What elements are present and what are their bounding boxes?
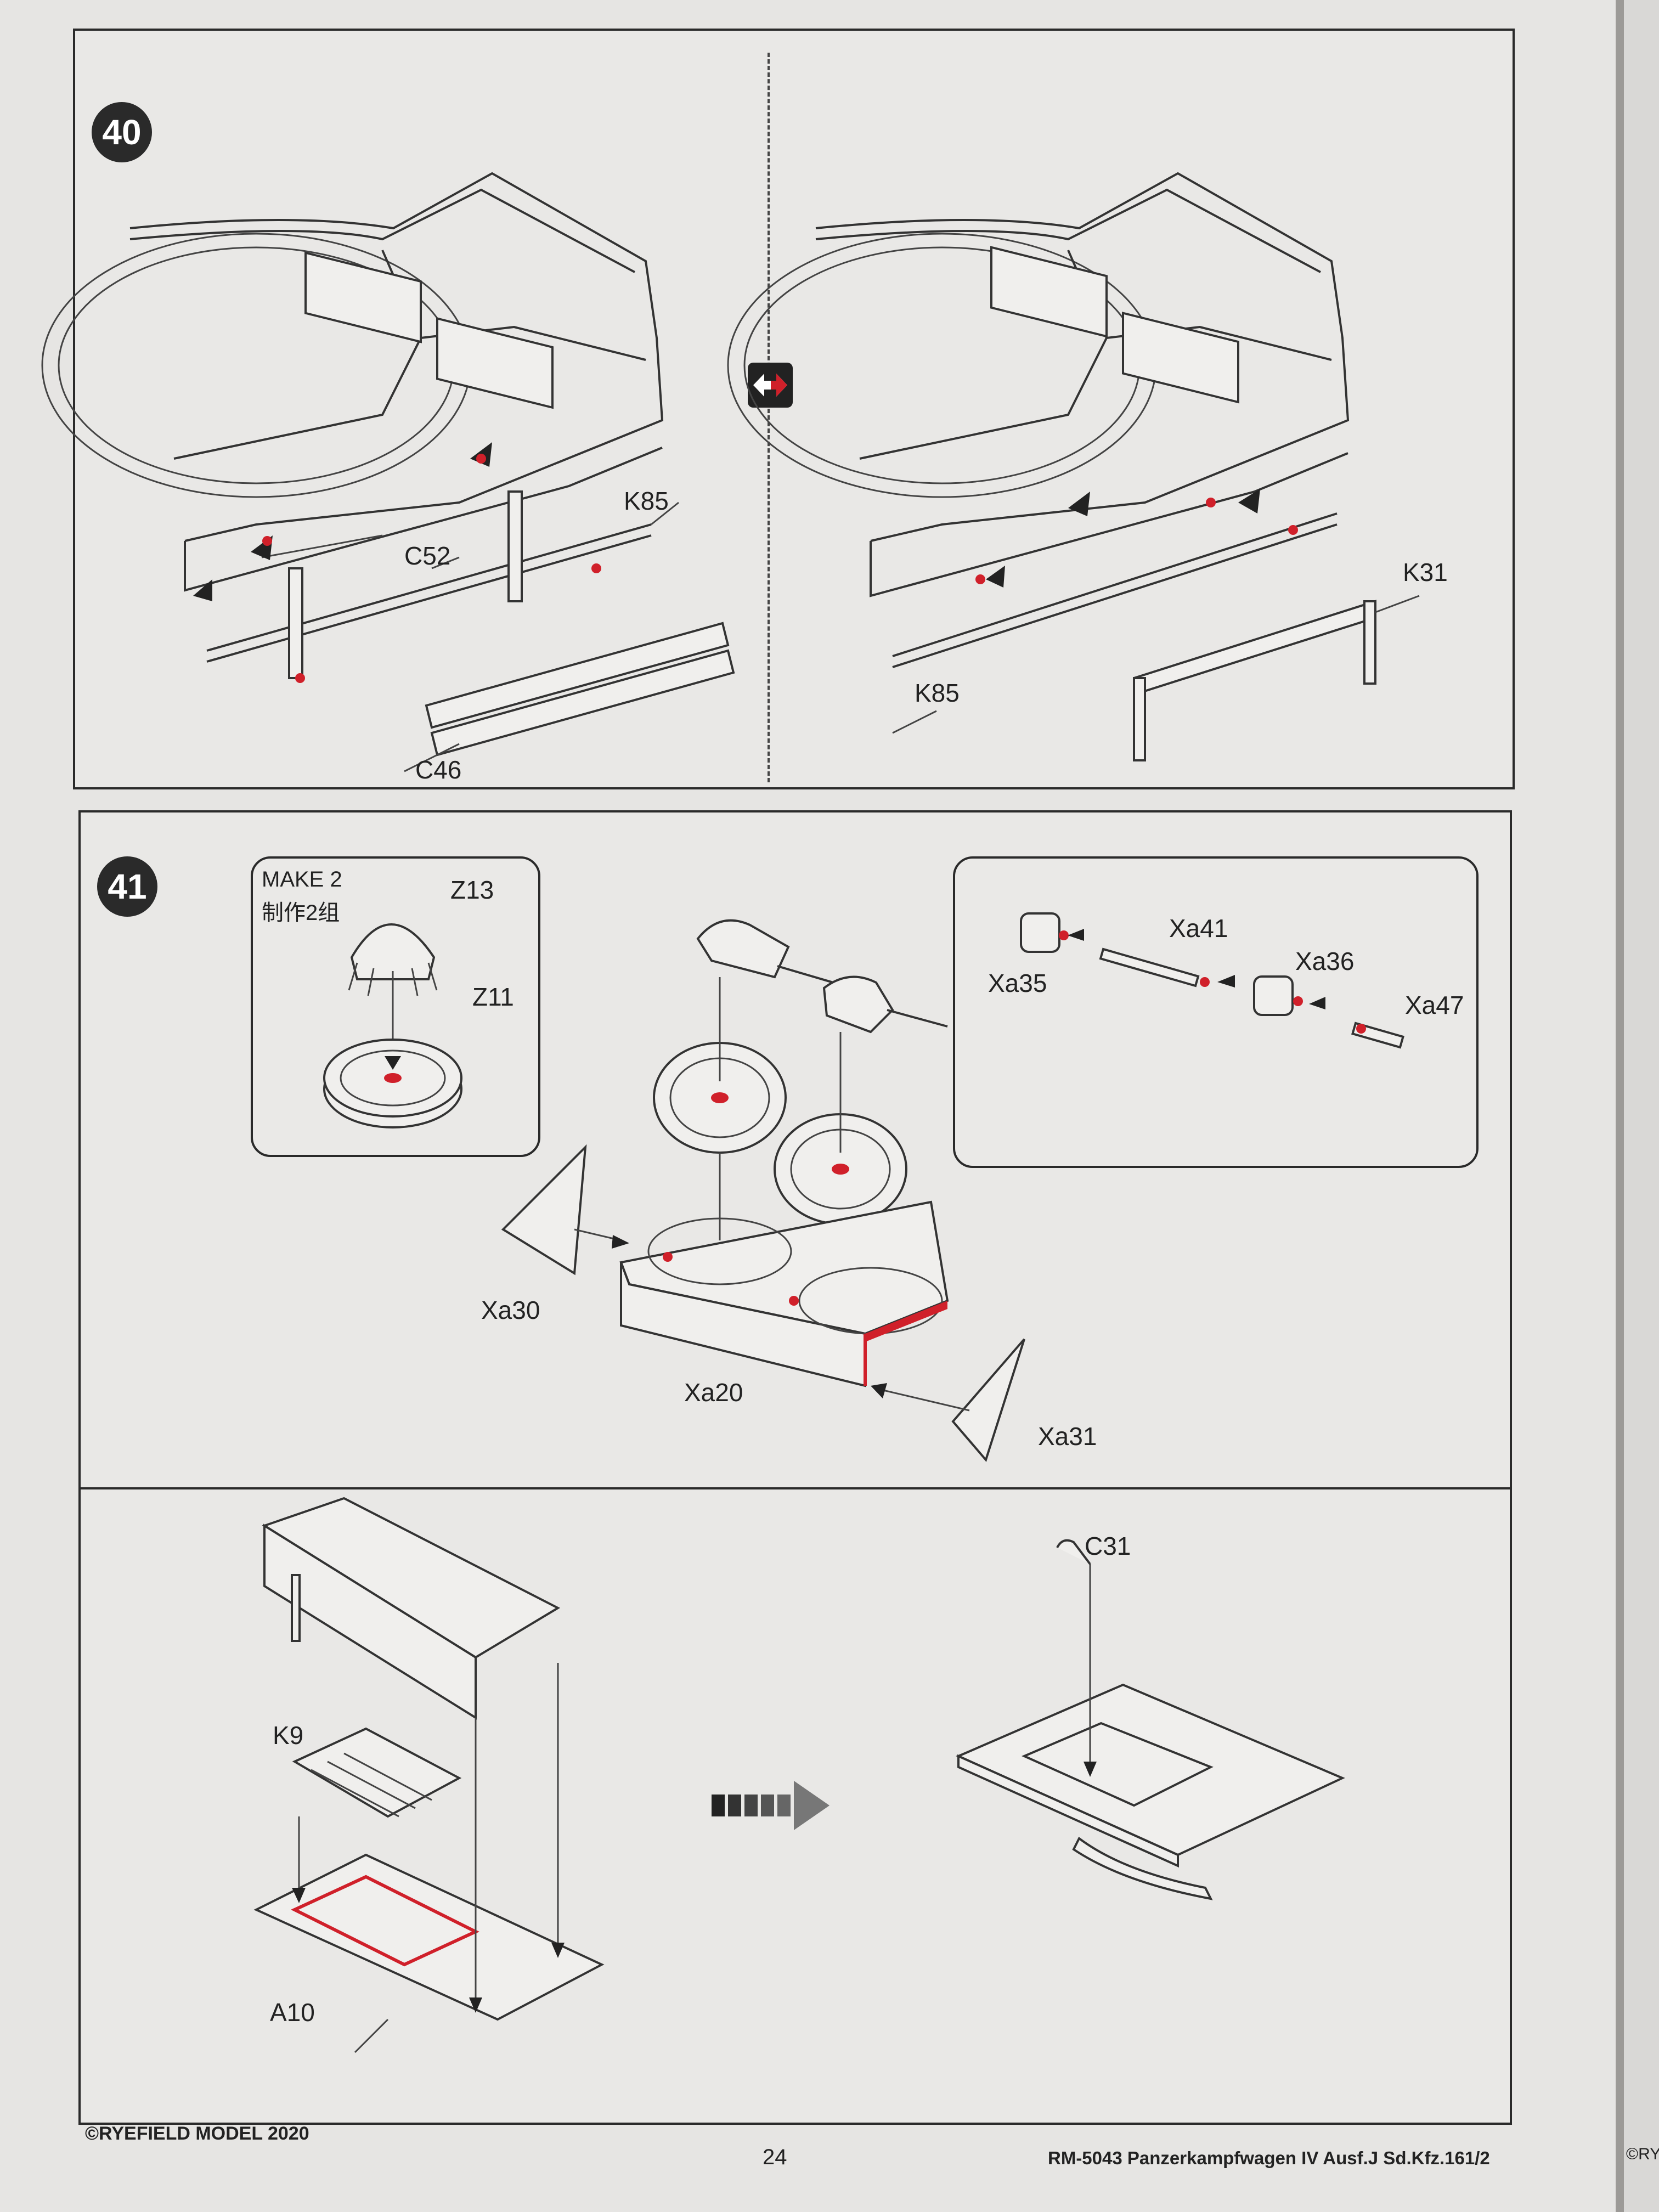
alternative-divider: [768, 53, 770, 782]
step-40-badge: 40: [92, 102, 152, 162]
label-z13: Z13: [450, 876, 494, 904]
label-xa47: Xa47: [1405, 991, 1464, 1019]
label-c46: C46: [415, 755, 462, 784]
label-k9: K9: [273, 1721, 304, 1750]
step-41-badge: 41: [97, 856, 157, 917]
label-xa36: Xa36: [1295, 947, 1355, 975]
step-40-right-drawing: [727, 172, 1420, 761]
page-number: 24: [763, 2145, 787, 2169]
copyright: ©RYEFIELD MODEL 2020: [85, 2123, 309, 2144]
label-k31: K31: [1403, 558, 1448, 586]
make-2-note: MAKE 2: [262, 867, 342, 891]
label-k85: K85: [624, 487, 669, 515]
make-2-callout: MAKE 2 制作2组 Z13 Z11: [251, 856, 540, 1157]
label-c31: C31: [1085, 1532, 1131, 1560]
instruction-page: 40: [0, 0, 1616, 2212]
label-xa30: Xa30: [481, 1296, 540, 1324]
next-step-arrow-icon: [712, 1781, 830, 1830]
alternative-swap-icon: [748, 363, 793, 408]
label-k85-right: K85: [915, 679, 960, 707]
product-title: RM-5043 Panzerkampfwagen IV Ausf.J Sd.Kf…: [1048, 2148, 1490, 2168]
label-a10: A10: [270, 1998, 315, 2027]
label-xa20: Xa20: [684, 1378, 743, 1407]
axle-detail-drawing: [1020, 912, 1404, 1049]
label-xa31: Xa31: [1038, 1422, 1097, 1451]
step-41-lower-drawing: [253, 1497, 1345, 2053]
label-c52: C52: [404, 541, 451, 570]
label-z11: Z11: [472, 983, 514, 1011]
axle-detail-callout: Xa35 Xa41 Xa36 Xa47: [953, 856, 1479, 1168]
step-40-panel: 40: [41, 29, 1515, 789]
next-page-copyright: ©RYE: [1626, 2145, 1659, 2163]
make-2-note-cn: 制作2组: [262, 901, 340, 925]
label-xa41: Xa41: [1169, 914, 1228, 943]
step-40-left-drawing: [41, 172, 735, 772]
step-41-divider: [81, 1487, 1510, 1489]
hub-wheel-drawing: [323, 923, 462, 1128]
step-41-main-drawing: [501, 919, 1025, 1463]
label-xa35: Xa35: [988, 969, 1047, 997]
step-41-panel: 41 MAKE 2 制作2组 Z13 Z11: [78, 810, 1512, 2125]
next-page-edge: ©RYE: [1624, 0, 1659, 2212]
